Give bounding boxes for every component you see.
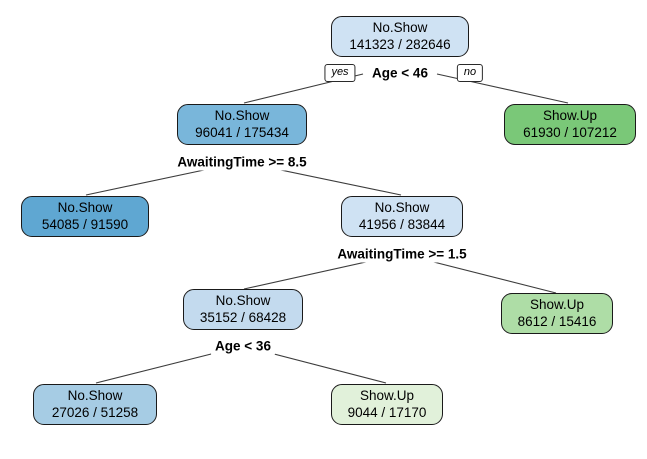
node-class-label: No.Show bbox=[67, 388, 123, 403]
tree-leaf-age-ge-36: Show.Up 9044 / 17170 bbox=[331, 384, 443, 425]
tree-leaf-age-lt-36: No.Show 27026 / 51258 bbox=[33, 384, 157, 425]
node-class-label: No.Show bbox=[374, 200, 430, 215]
node-class-label: No.Show bbox=[214, 108, 270, 123]
split-label-awaitingtime-8-5: AwaitingTime >= 8.5 bbox=[173, 153, 311, 171]
tree-leaf-age-ge-46: Show.Up 61930 / 107212 bbox=[504, 104, 636, 145]
node-counts: 8612 / 15416 bbox=[517, 314, 597, 329]
node-counts: 9044 / 17170 bbox=[347, 405, 427, 420]
node-class-label: Show.Up bbox=[542, 108, 598, 123]
node-counts: 41956 / 83844 bbox=[358, 217, 446, 232]
node-class-label: No.Show bbox=[57, 200, 113, 215]
tree-node-awaitingtime-lt-8-5: No.Show 41956 / 83844 bbox=[341, 196, 463, 237]
branch-no-label: no bbox=[456, 64, 484, 82]
split-label-awaitingtime-1-5: AwaitingTime >= 1.5 bbox=[333, 245, 471, 263]
node-counts: 141323 / 282646 bbox=[349, 37, 451, 52]
tree-leaf-awaitingtime-ge-8-5: No.Show 54085 / 91590 bbox=[21, 196, 149, 237]
node-counts: 61930 / 107212 bbox=[523, 125, 617, 140]
node-counts: 27026 / 51258 bbox=[51, 405, 139, 420]
node-counts: 35152 / 68428 bbox=[199, 310, 287, 325]
tree-node-age-lt-46: No.Show 96041 / 175434 bbox=[177, 104, 307, 145]
tree-leaf-awaitingtime-lt-1-5: Show.Up 8612 / 15416 bbox=[501, 293, 613, 334]
split-label-age-36: Age < 36 bbox=[211, 337, 275, 355]
tree-node-root: No.Show 141323 / 282646 bbox=[331, 16, 469, 57]
node-class-label: Show.Up bbox=[359, 388, 415, 403]
node-class-label: No.Show bbox=[372, 20, 428, 35]
split-label-age-46: Age < 46 bbox=[368, 64, 432, 82]
node-class-label: Show.Up bbox=[529, 297, 585, 312]
tree-node-awaitingtime-ge-1-5: No.Show 35152 / 68428 bbox=[183, 289, 303, 330]
node-counts: 54085 / 91590 bbox=[41, 217, 129, 232]
node-class-label: No.Show bbox=[215, 293, 271, 308]
node-counts: 96041 / 175434 bbox=[195, 125, 289, 140]
branch-yes-label: yes bbox=[324, 64, 356, 82]
